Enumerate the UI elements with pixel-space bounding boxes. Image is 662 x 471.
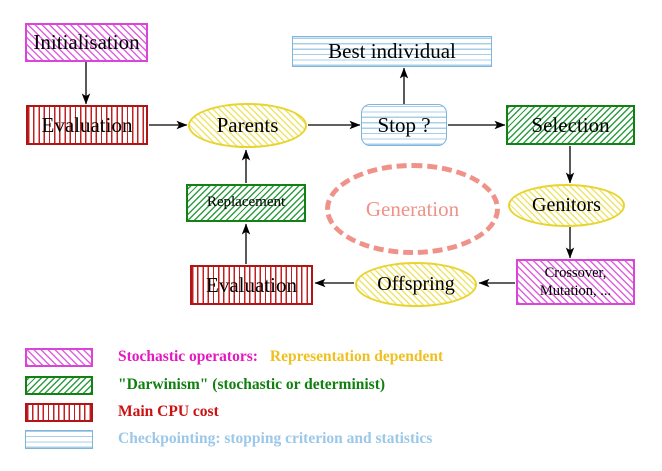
node-best-individual-label: Best individual (328, 39, 456, 64)
legend-swatch-red-vertical-hatch-icon (25, 402, 93, 422)
node-parents[interactable]: Parents (188, 103, 307, 148)
node-stop-label: Stop ? (377, 112, 431, 137)
node-selection[interactable]: Selection (506, 105, 635, 145)
legend-label-main-cpu-cost: Main CPU cost (118, 403, 219, 420)
node-evaluation-top[interactable]: Evaluation (26, 105, 148, 145)
node-replacement[interactable]: Replacement (186, 184, 306, 222)
node-replacement-label: Replacement (206, 194, 286, 211)
node-offspring-label: Offspring (377, 273, 455, 295)
legend-label-darwinism: "Darwinism" (stochastic or determinist) (118, 376, 386, 393)
node-evaluation-top-label: Evaluation (41, 112, 133, 137)
legend-swatch-magenta-diagonal-hatch-icon (25, 347, 93, 367)
node-generation-boundary: Generation (325, 163, 500, 255)
node-best-individual[interactable]: Best individual (292, 36, 492, 67)
legend-swatch-blue-horizontal-hatch-icon (25, 429, 93, 449)
node-offspring[interactable]: Offspring (355, 262, 477, 307)
legend-label-representation-dependent: Representation dependent (269, 348, 444, 365)
node-initialisation[interactable]: Initialisation (25, 23, 148, 62)
node-genitors-label: Genitors (532, 194, 601, 216)
node-selection-label: Selection (531, 112, 610, 137)
node-stop[interactable]: Stop ? (361, 104, 447, 146)
node-genitors[interactable]: Genitors (508, 184, 625, 227)
node-initialisation-label: Initialisation (33, 30, 140, 55)
node-evaluation-bottom-label: Evaluation (206, 272, 297, 297)
legend-row-cpu-cost: Main CPU cost (25, 401, 219, 423)
legend-swatch-green-diagonal-hatch-icon (25, 375, 93, 395)
node-evaluation-bottom[interactable]: Evaluation (190, 265, 313, 305)
node-generation-label: Generation (365, 196, 460, 221)
legend-label-checkpointing: Checkpointing: stopping criterion and st… (118, 430, 433, 447)
legend-row-checkpointing: Checkpointing: stopping criterion and st… (25, 428, 432, 450)
node-crossover-mutation[interactable]: Crossover, Mutation, ... (516, 259, 635, 305)
legend-row-stochastic: Stochastic operators: Representation dep… (25, 346, 443, 368)
node-crossover-mutation-label: Crossover, Mutation, ... (539, 264, 612, 299)
node-parents-label: Parents (216, 113, 279, 138)
legend-row-darwinism: "Darwinism" (stochastic or determinist) (25, 374, 385, 396)
legend-label-stochastic-operators: Stochastic operators: (118, 348, 258, 365)
